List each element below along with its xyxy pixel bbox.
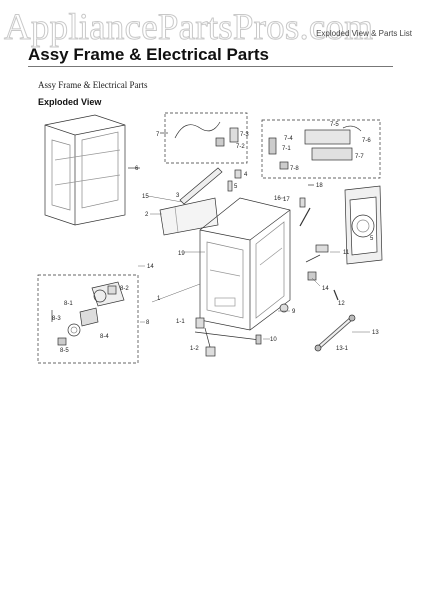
connector-part [268,137,277,155]
callout-7: 7 [156,132,160,138]
foot-part [279,303,289,313]
callout-12: 12 [338,301,345,307]
rod-part [299,207,311,227]
spring-part [315,244,329,253]
cable-part [342,125,362,132]
callout-1-2: 1-2 [190,346,199,352]
group-7-pcb-box [261,119,381,179]
door-frame-part [344,185,383,265]
group-7-box [164,112,248,164]
top-bracket-part [179,167,223,205]
callout-17: 17 [283,197,290,203]
page-subtitle: Assy Frame & Electrical Parts [38,80,148,90]
valve-part [67,307,99,337]
callout-4: 4 [244,172,248,178]
callout-19: 19 [178,251,185,257]
callout-15: 15 [142,194,149,200]
pcb-board-part [304,129,351,145]
leveling-foot-part [205,346,216,357]
switch-part [229,127,239,143]
callout-13-1: 13-1 [336,346,349,352]
front-panel-part [159,197,219,236]
callout-9: 9 [292,309,296,315]
relay-part [215,137,225,147]
callout-1: 1 [157,296,161,302]
callout-8-1: 8-1 [64,301,73,307]
callout-10: 10 [270,337,277,343]
callout-2: 2 [145,212,149,218]
hinge-part [227,180,233,192]
callout-7-6: 7-6 [362,138,371,144]
section-heading: Exploded View [38,97,102,107]
wire-harness-part [174,121,221,139]
callout-7-2: 7-2 [236,144,245,150]
callout-8-2: 8-2 [120,286,129,292]
small-valve-part [57,337,67,346]
clamp-part [307,271,317,281]
small-clip-part [234,169,242,179]
pcb-cover-part [311,147,353,161]
callout-14-left: 14 [147,264,154,270]
site-watermark: AppliancePartsPros.com [4,7,374,49]
callout-6: 6 [135,166,139,172]
latch-part [299,197,306,208]
leveling-leg-part [195,317,205,329]
pump-part [91,281,125,307]
page-title: Assy Frame & Electrical Parts [28,45,269,64]
group-8-box [37,274,139,364]
hose-part [314,314,356,352]
callout-8-5: 8-5 [60,348,69,354]
callout-16: 16 [274,196,281,202]
header-caption: Exploded View & Parts List [316,29,412,38]
callout-1-1: 1-1 [176,319,185,325]
cabinet-frame-part [44,114,140,226]
callout-8: 8 [146,320,150,326]
callout-14-right: 14 [322,286,329,292]
leg-part [255,334,262,345]
callout-5-right: 5 [370,236,374,242]
callout-7-7: 7-7 [355,154,364,160]
callout-7-1: 7-1 [282,146,291,152]
callout-8-3: 8-3 [52,316,61,322]
callout-3: 3 [176,193,180,199]
callout-7-4: 7-4 [284,136,293,142]
callout-18: 18 [316,183,323,189]
callout-8-4: 8-4 [100,334,109,340]
callout-13: 13 [372,330,379,336]
callout-7-8: 7-8 [290,166,299,172]
pin-part [333,289,339,301]
callout-7-5: 7-5 [330,122,339,128]
callout-5: 5 [234,184,238,190]
callout-11: 11 [343,250,350,256]
title-divider [28,66,393,67]
callout-7-3: 7-3 [240,132,249,138]
